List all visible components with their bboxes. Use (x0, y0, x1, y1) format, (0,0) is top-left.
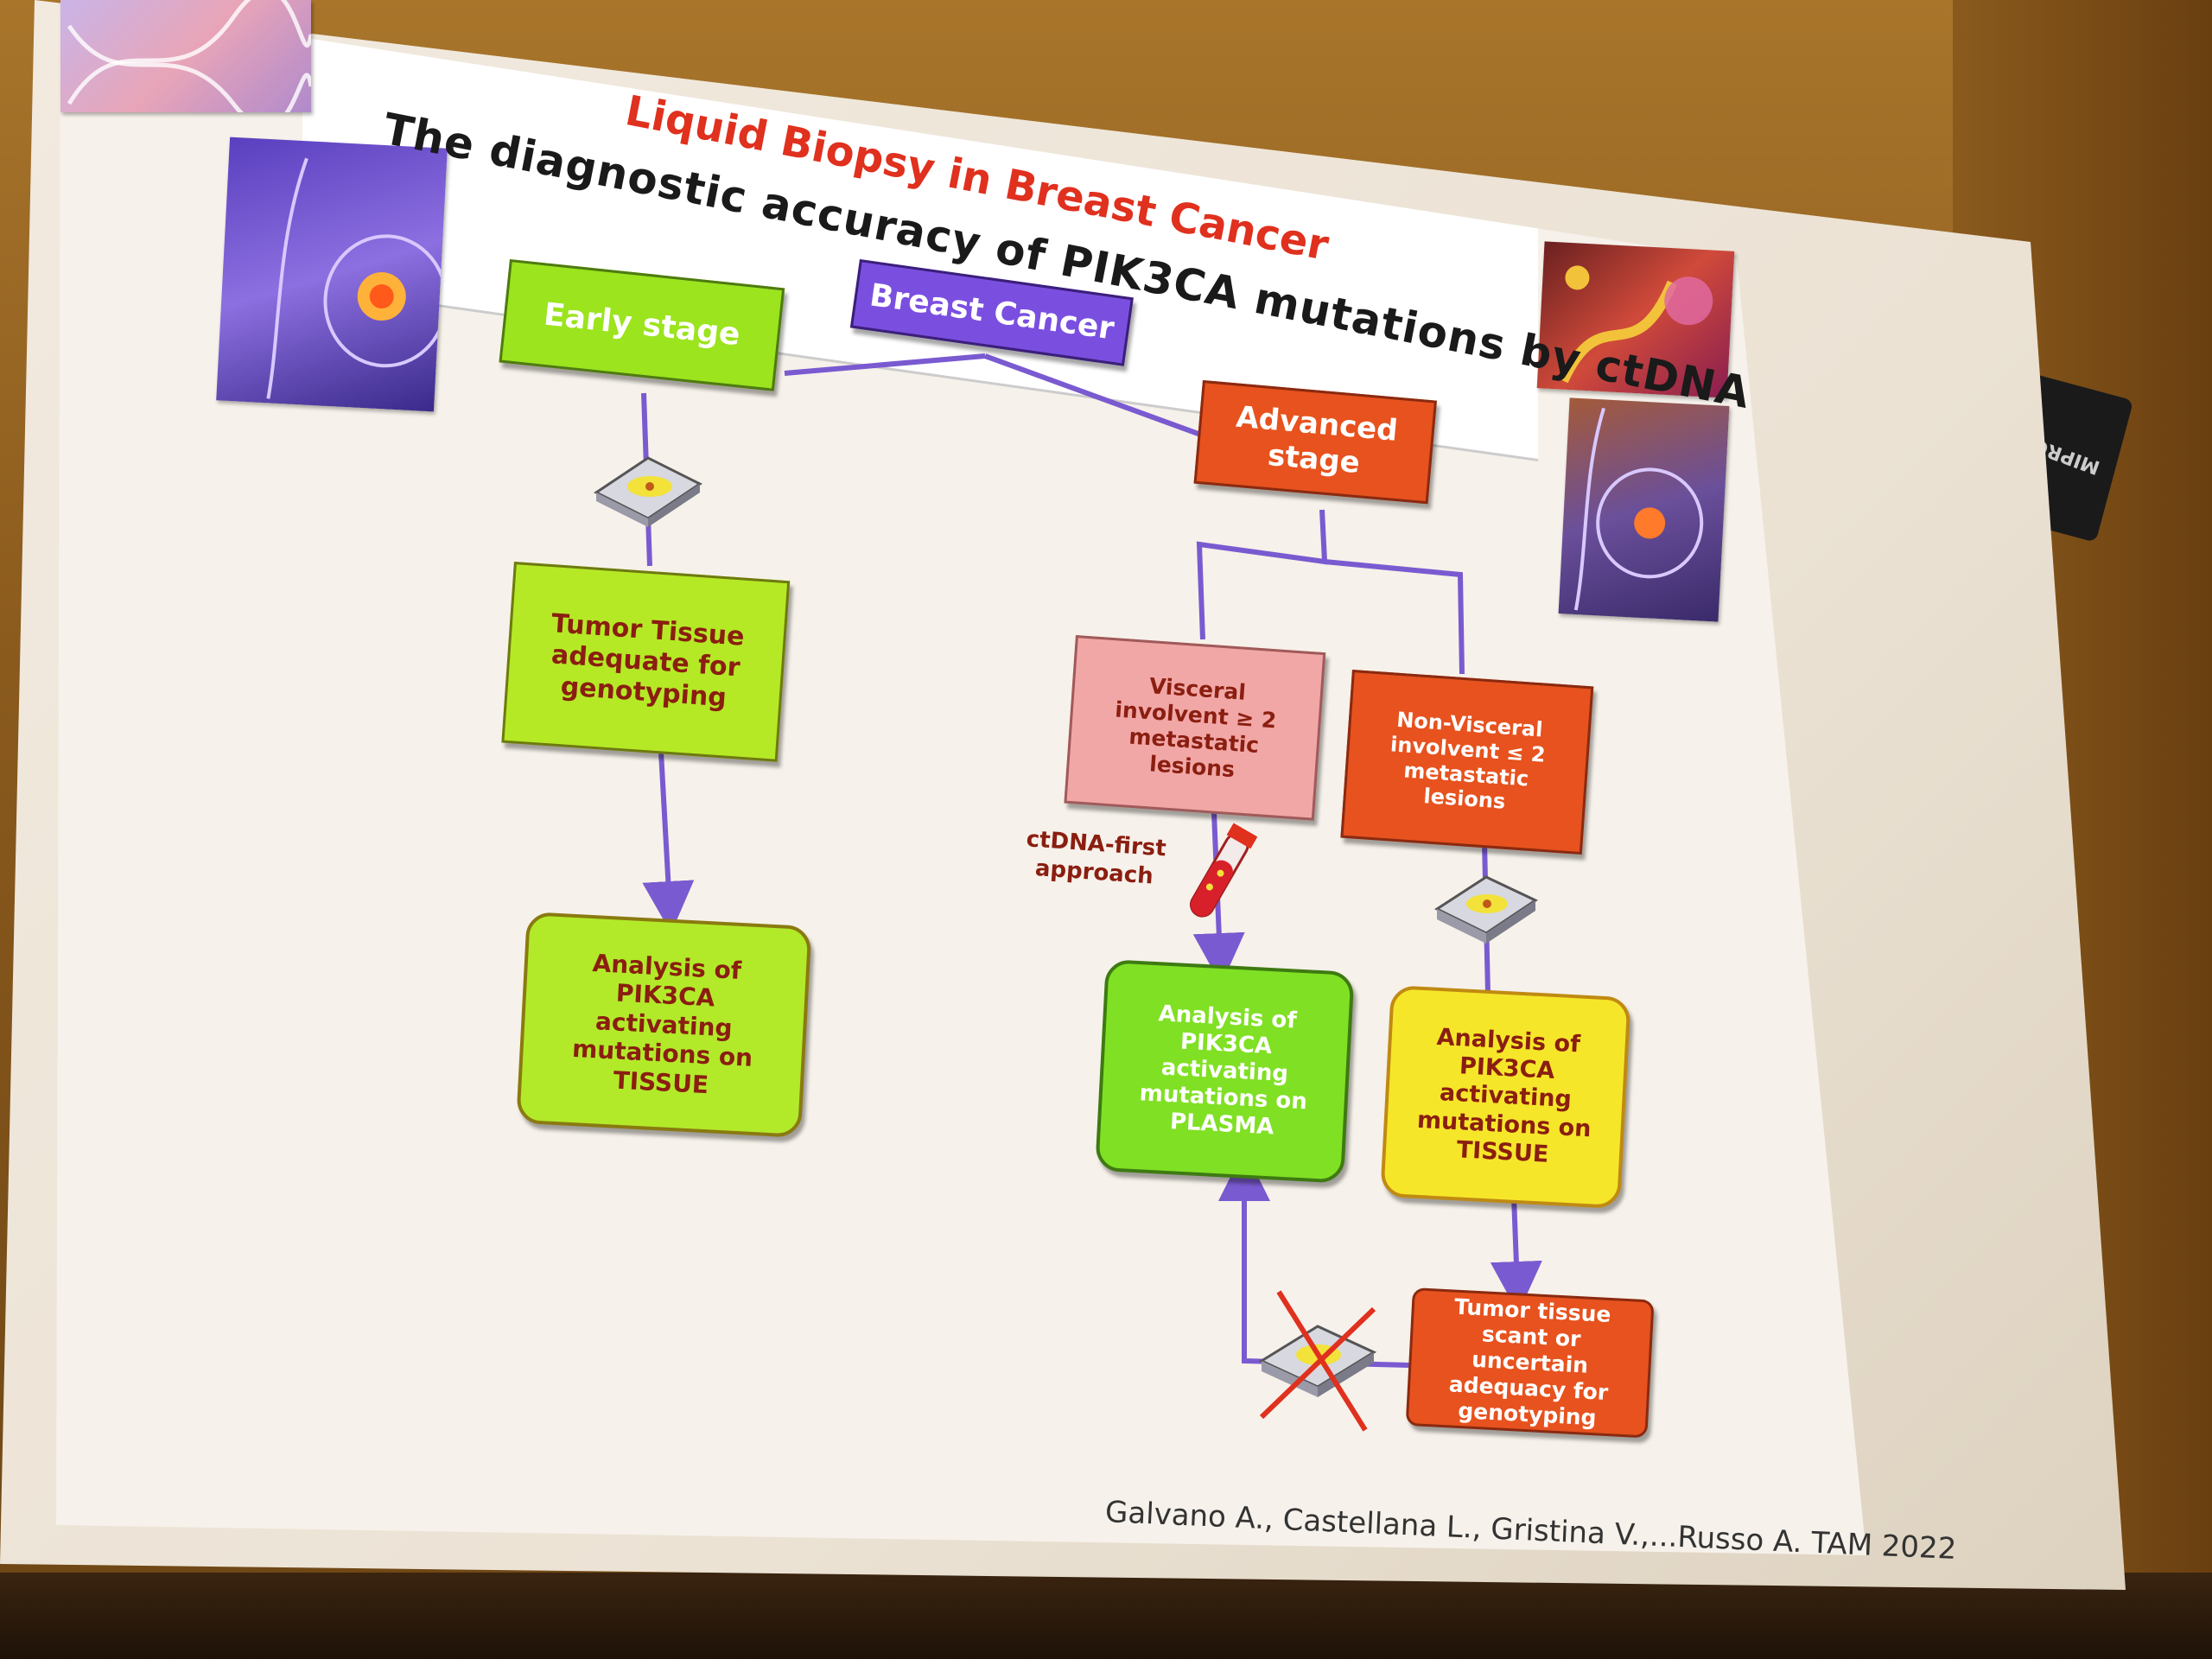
link-advanced-nonvisceral (1324, 559, 1465, 675)
node-analysis-tissue-advanced: Analysis of PIK3CA activating mutations … (1380, 985, 1631, 1210)
blood-tube-icon (1190, 823, 1257, 918)
ctdna-first-label: ctDNA-first approach (1025, 826, 1167, 890)
molecule-image (1536, 241, 1735, 398)
tissue-chip-icon (594, 456, 702, 527)
link-tissue-analysis (642, 751, 695, 933)
breast-anatomy-image-right (1558, 397, 1730, 622)
crossed-out-chip-icon (1258, 1290, 1377, 1432)
dna-helix-image (60, 0, 314, 130)
node-tissue-scant: Tumor tissue scant or uncertain adequacy… (1405, 1287, 1655, 1439)
link-advanced-visceral (1196, 509, 1328, 640)
node-analysis-plasma: Analysis of PIK3CA activating mutations … (1095, 959, 1355, 1184)
link-root-advanced (983, 353, 1207, 439)
tissue-chip-icon (1433, 875, 1539, 944)
breast-anatomy-image (216, 137, 448, 412)
node-visceral: Visceral involvent ≥ 2 metastatic lesion… (1064, 635, 1326, 821)
node-tumor-tissue: Tumor Tissue adequate for genotyping (501, 562, 791, 762)
link-tissue-scant (1490, 1196, 1542, 1313)
node-advanced-stage: Advanced stage (1193, 380, 1437, 505)
node-non-visceral: Non-Visceral involvent ≤ 2 metastatic le… (1340, 670, 1594, 855)
node-analysis-tissue-early: Analysis of PIK3CA activating mutations … (516, 912, 812, 1138)
room-floor (0, 1573, 2212, 1659)
link-root-early (784, 353, 986, 376)
